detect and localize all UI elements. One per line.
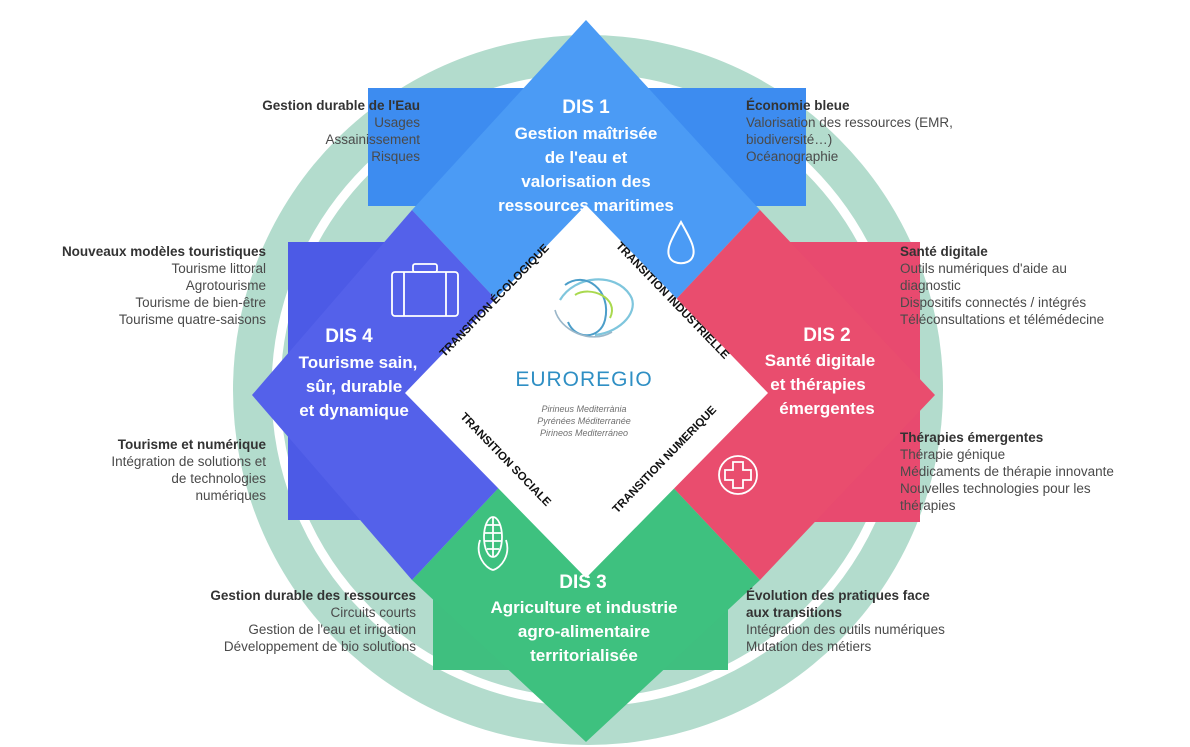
- annotation-item: Intégration de solutions et: [111, 454, 266, 469]
- annotation-top-left: Gestion durable de l'Eau Usages Assainis…: [262, 97, 420, 165]
- dis3-title-line-3: territorialisée: [530, 646, 638, 665]
- annotation-heading-line-2: aux transitions: [746, 605, 843, 620]
- annotation-item: Développement de bio solutions: [223, 639, 416, 654]
- annotation-lower-right: Thérapies émergentes Thérapie génique Mé…: [900, 429, 1114, 514]
- annotation-bottom-right: Évolution des pratiques face aux transit…: [746, 587, 945, 655]
- suitcase-icon: [391, 263, 459, 317]
- dis1-title-line-3: valorisation des: [521, 172, 650, 191]
- dis3-title-line-2: agro-alimentaire: [518, 622, 650, 641]
- dis3-title-line-1: Agriculture et industrie: [490, 598, 677, 617]
- dis1-title-line-4: ressources maritimes: [498, 196, 674, 215]
- dis1-id: DIS 1: [562, 97, 610, 118]
- center-diamond: [405, 205, 768, 578]
- annotation-item: biodiversité…): [746, 132, 833, 147]
- dis4-id: DIS 4: [325, 326, 373, 347]
- annotation-item: Circuits courts: [330, 605, 416, 620]
- annotation-item: Océanographie: [746, 149, 839, 164]
- annotation-item: Tourisme de bien-être: [135, 295, 266, 310]
- annotation-item: Valorisation des ressources (EMR,: [746, 115, 953, 130]
- annotation-item: Usages: [374, 115, 420, 130]
- annotation-item: Nouvelles technologies pour les: [900, 481, 1091, 496]
- center-subtitle-line-2: Pyrénées Méditerranée: [537, 416, 631, 426]
- dis4-title-line-1: Tourisme sain,: [299, 353, 418, 372]
- dis4-title-line-2: sûr, durable: [306, 377, 402, 396]
- dis1-title-line-1: Gestion maîtrisée: [515, 124, 658, 143]
- annotation-item: Tourisme littoral: [171, 261, 266, 276]
- center-subtitle-line-1: Pirineus Mediterrània: [541, 404, 626, 414]
- annotation-upper-left: Nouveaux modèles touristiques Tourisme l…: [62, 243, 266, 328]
- annotation-item: Agrotourisme: [185, 278, 266, 293]
- annotation-item: Gestion de l'eau et irrigation: [248, 622, 416, 637]
- water-drop-icon: [667, 219, 695, 265]
- annotation-item: numériques: [195, 488, 266, 503]
- annotation-item: Thérapie génique: [900, 447, 1006, 462]
- annotation-top-right: Économie bleue Valorisation des ressourc…: [746, 97, 953, 165]
- medical-cross-icon: [718, 455, 758, 495]
- annotation-heading: Thérapies émergentes: [900, 430, 1044, 445]
- annotation-heading: Gestion durable des ressources: [210, 588, 416, 603]
- dis1-title-line-2: de l'eau et: [545, 148, 628, 167]
- annotation-item: Risques: [371, 149, 420, 164]
- annotation-heading: Santé digitale: [900, 244, 988, 259]
- annotation-item: Mutation des métiers: [746, 639, 872, 654]
- annotation-item: Outils numériques d'aide au: [900, 261, 1067, 276]
- annotation-lower-left: Tourisme et numérique Intégration de sol…: [111, 436, 266, 504]
- annotation-item: Tourisme quatre-saisons: [118, 312, 266, 327]
- dis4-title-line-3: et dynamique: [299, 401, 409, 420]
- annotation-upper-right: Santé digitale Outils numériques d'aide …: [900, 243, 1104, 328]
- annotation-heading: Gestion durable de l'Eau: [262, 98, 420, 113]
- annotation-heading-line-1: Évolution des pratiques face: [746, 588, 930, 603]
- annotation-item: diagnostic: [900, 278, 961, 293]
- annotation-item: Téléconsultations et télémédecine: [900, 312, 1105, 327]
- annotation-heading: Économie bleue: [746, 98, 850, 113]
- annotation-item: thérapies: [900, 498, 956, 513]
- annotation-item: Assainissement: [325, 132, 420, 147]
- annotation-item: Dispositifs connectés / intégrés: [900, 295, 1087, 310]
- dis2-title-line-1: Santé digitale: [765, 351, 876, 370]
- annotation-item: Médicaments de thérapie innovante: [900, 464, 1114, 479]
- dis2-id: DIS 2: [803, 325, 851, 346]
- annotation-item: Intégration des outils numériques: [746, 622, 945, 637]
- annotation-bottom-left: Gestion durable des ressources Circuits …: [210, 587, 416, 655]
- dis3-id: DIS 3: [559, 572, 607, 593]
- corn-icon: [477, 516, 509, 571]
- annotation-heading: Nouveaux modèles touristiques: [61, 244, 266, 259]
- annotation-heading: Tourisme et numérique: [117, 437, 266, 452]
- center-logo-text: EUROREGIO: [515, 368, 652, 391]
- center-subtitle-line-3: Pirineos Mediterráneo: [540, 428, 628, 438]
- annotation-item: de technologies: [171, 471, 266, 486]
- dis2-title-line-2: et thérapies: [770, 375, 865, 394]
- dis2-title-line-3: émergentes: [779, 399, 874, 418]
- euroregio-logo-icon: [554, 278, 634, 338]
